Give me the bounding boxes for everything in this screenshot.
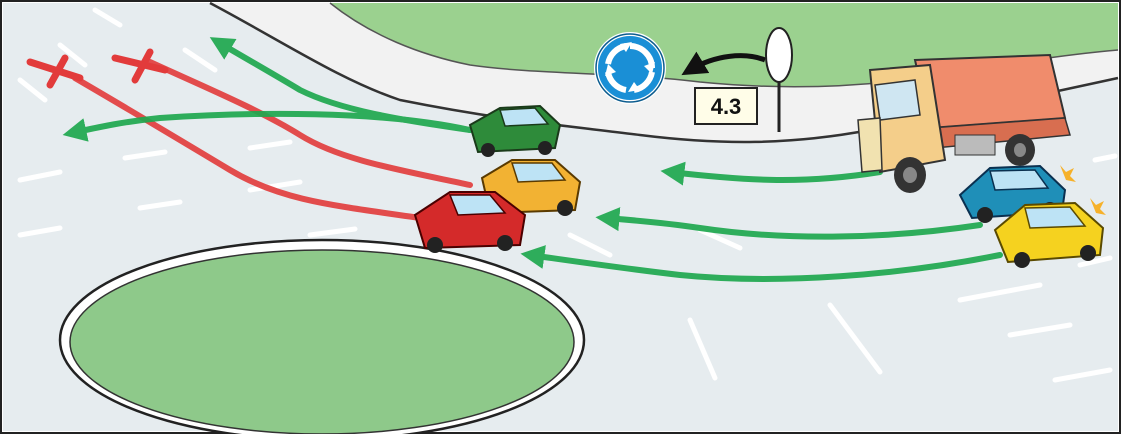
roundabout-sign-icon [596, 34, 664, 102]
sign-label: 4.3 [711, 94, 742, 119]
sign-label-box: 4.3 [695, 88, 757, 124]
central-island [70, 250, 574, 434]
